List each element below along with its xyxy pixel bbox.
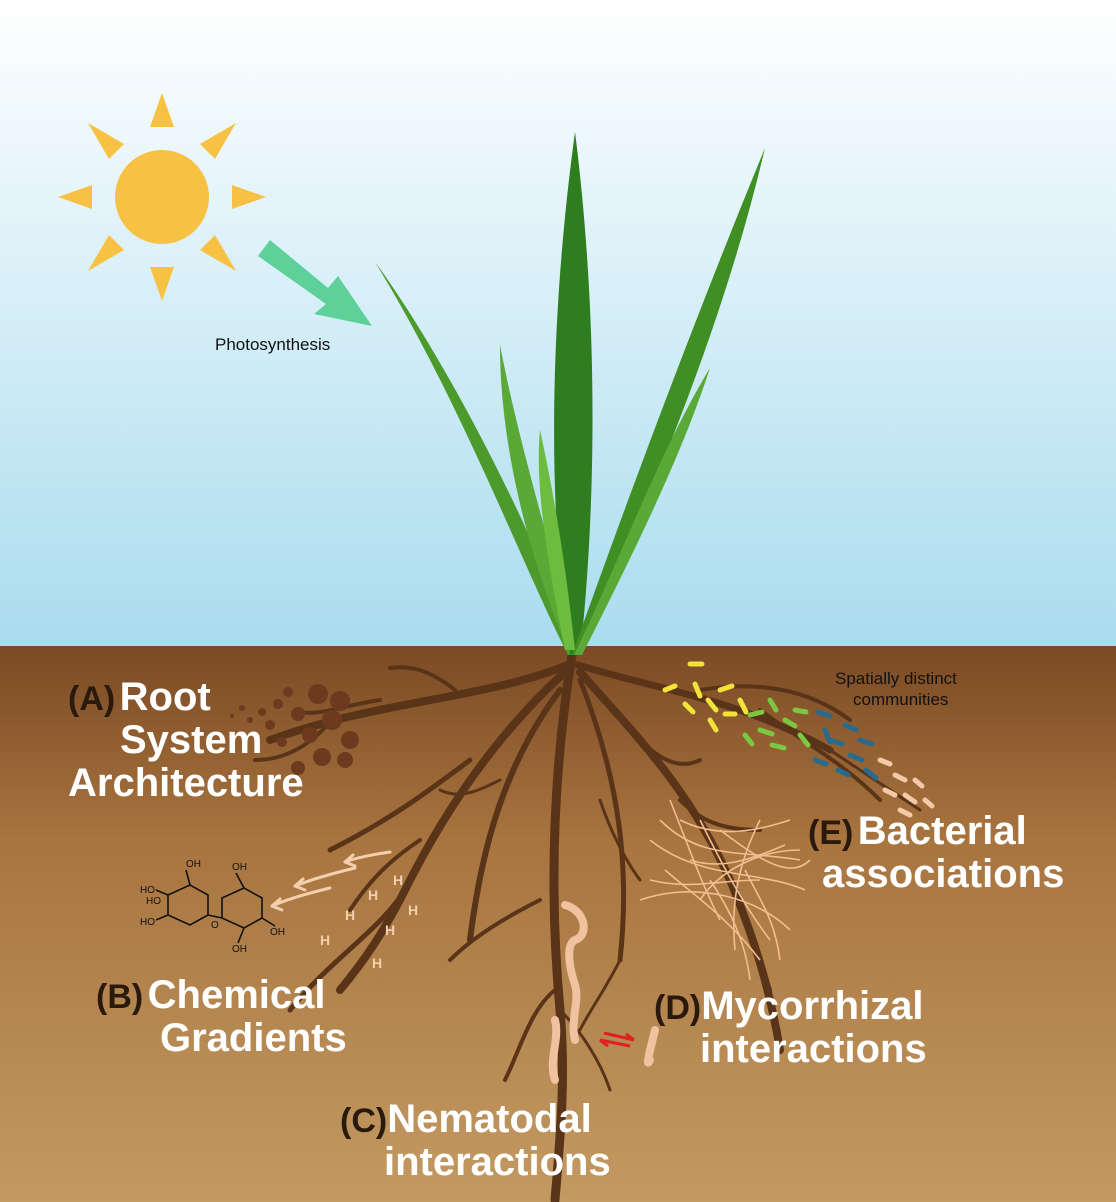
root-text: Root <box>119 675 211 719</box>
svg-text:H: H <box>385 922 395 938</box>
svg-text:OH: OH <box>232 944 247 955</box>
gradient-arrows <box>270 850 392 912</box>
photosynthesis-arrow-icon <box>258 240 372 326</box>
interactions-text-c: interactions <box>384 1140 611 1185</box>
spatially-distinct-communities-label: Spatially distinct communities <box>835 668 957 711</box>
label-nematodal-interactions: (C)Nematodal interactions <box>340 1097 611 1185</box>
mycorrhizal-text: Mycorrhizal <box>701 984 924 1028</box>
plant-leaves <box>375 132 765 655</box>
svg-text:OH: OH <box>232 862 247 873</box>
sun-icon <box>58 93 266 301</box>
svg-text:H: H <box>368 887 378 903</box>
mycorrhizal-hyphae <box>639 799 811 981</box>
svg-text:H: H <box>372 955 382 971</box>
label-mycorrhizal-interactions: (D)Mycorrhizal interactions <box>654 984 927 1072</box>
exchange-arrows-icon <box>599 1031 635 1048</box>
svg-text:H: H <box>320 932 330 948</box>
spatially-line-1: Spatially distinct <box>835 669 957 688</box>
label-root-system-architecture: (A) Root System Architecture <box>68 675 304 806</box>
associations-text: associations <box>822 852 1065 897</box>
nematode-icon <box>548 901 659 1084</box>
svg-text:H: H <box>393 872 403 888</box>
svg-text:O: O <box>211 920 219 931</box>
soil-particles <box>230 684 359 775</box>
interactions-text-d: interactions <box>700 1027 927 1072</box>
tag-a: (A) <box>68 680 116 718</box>
architecture-text: Architecture <box>68 761 304 806</box>
photosynthesis-label: Photosynthesis <box>215 335 331 354</box>
svg-text:OH: OH <box>186 859 201 870</box>
svg-text:OH: OH <box>270 927 285 938</box>
svg-text:H: H <box>408 902 418 918</box>
svg-text:HO: HO <box>140 917 155 928</box>
svg-text:H: H <box>345 907 355 923</box>
svg-text:HO: HO <box>146 896 161 907</box>
label-chemical-gradients: (B) Chemical Gradients <box>96 973 347 1061</box>
tag-b: (B) <box>96 978 144 1016</box>
gradients-text: Gradients <box>160 1016 347 1061</box>
tag-c: (C) <box>340 1102 388 1140</box>
nematodal-text: Nematodal <box>387 1097 592 1141</box>
label-bacterial-associations: (E) Bacterial associations <box>808 809 1065 897</box>
bacteria-communities <box>662 661 935 818</box>
tag-e: (E) <box>808 814 854 852</box>
system-text: System <box>120 718 263 763</box>
spatially-line-2: communities <box>853 690 949 710</box>
svg-text:HO: HO <box>140 885 155 896</box>
sugar-molecule-icon <box>155 869 276 944</box>
proton-markers: H H H H H H H <box>320 872 418 971</box>
chemical-text: Chemical <box>147 973 326 1017</box>
bacterial-text: Bacterial <box>857 809 1027 853</box>
tag-d: (D) <box>654 989 702 1027</box>
sugar-molecule-text: OH HO HO HO O OH OH OH <box>140 859 285 955</box>
